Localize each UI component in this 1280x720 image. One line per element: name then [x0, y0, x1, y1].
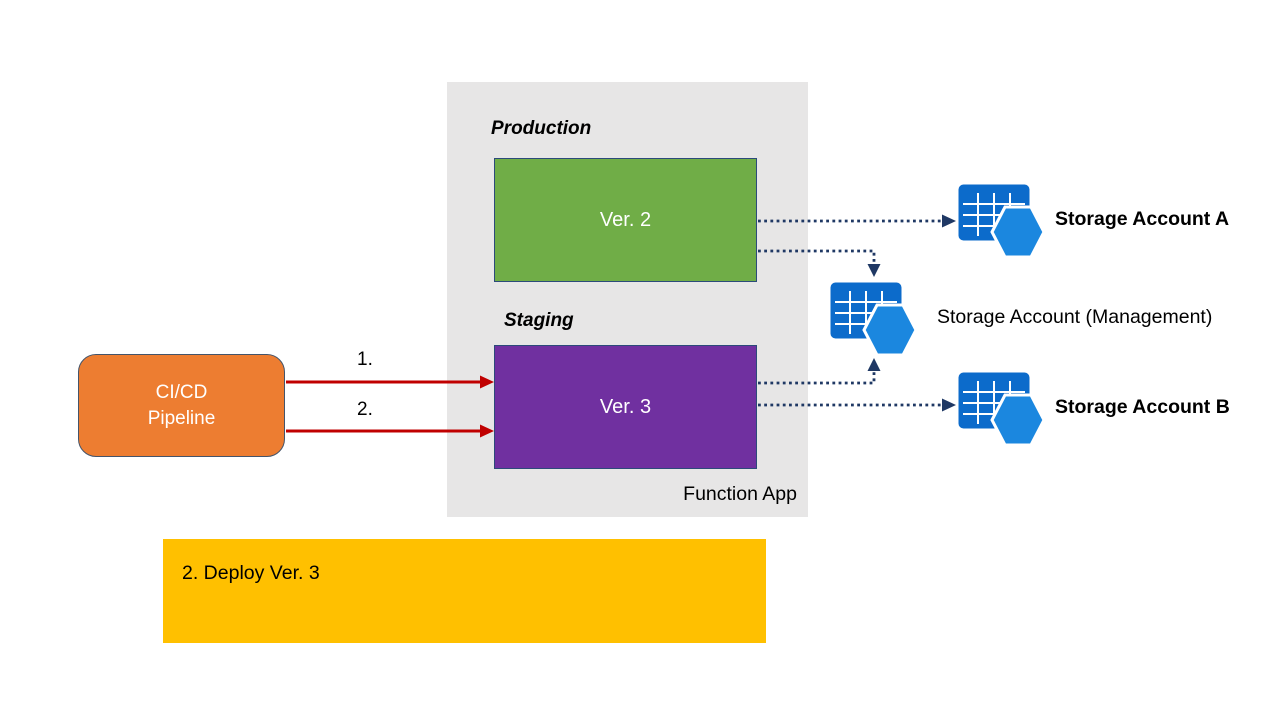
pipeline-label-line2: Pipeline	[147, 407, 216, 429]
staging-slot: Ver. 3	[494, 345, 757, 469]
storage-account-management-label: Storage Account (Management)	[937, 306, 1213, 328]
deploy-note-text: 2. Deploy Ver. 3	[182, 562, 320, 584]
staging-slot-version: Ver. 3	[599, 395, 652, 418]
step-2-label: 2.	[357, 399, 373, 420]
table-storage-icon-a	[958, 184, 1046, 259]
production-label: Production	[491, 118, 592, 139]
production-slot-version: Ver. 2	[599, 208, 652, 231]
deploy-note-box: 2. Deploy Ver. 3	[163, 539, 766, 643]
step-1-label: 1.	[357, 349, 373, 370]
table-storage-icon-b	[958, 372, 1046, 447]
pipeline-label-line1: CI/CD	[155, 381, 208, 403]
table-storage-icon-management	[830, 282, 918, 357]
cicd-pipeline-node: CI/CD Pipeline	[78, 354, 285, 457]
function-app-label: Function App	[683, 483, 797, 505]
storage-account-a-label: Storage Account A	[1055, 208, 1230, 230]
staging-label: Staging	[504, 310, 574, 331]
storage-account-b-label: Storage Account B	[1055, 396, 1230, 418]
production-slot: Ver. 2	[494, 158, 757, 282]
